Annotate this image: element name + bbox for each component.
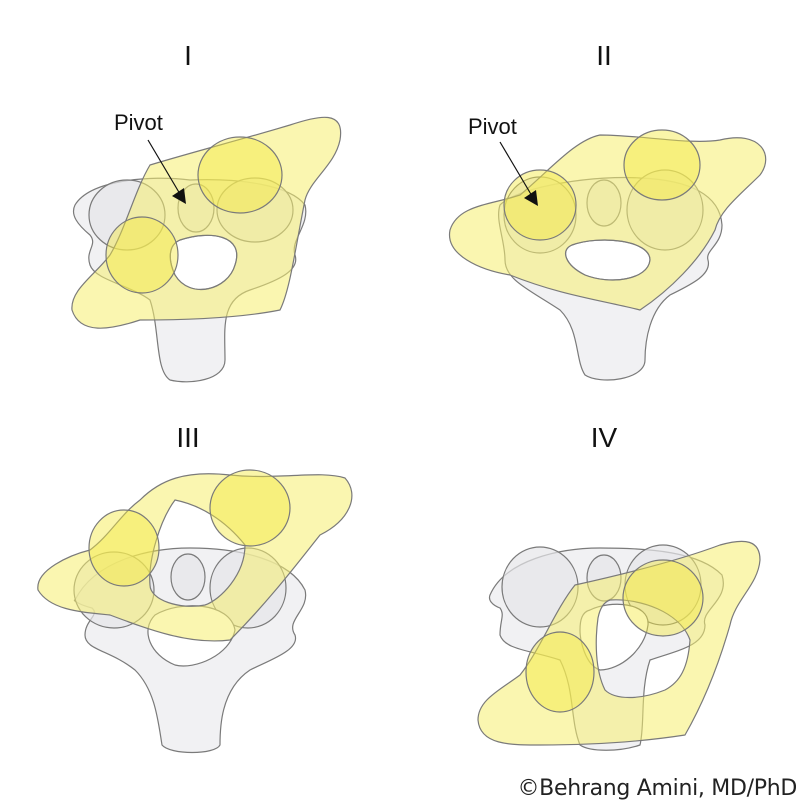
panel-title-ii: II	[596, 40, 612, 71]
copyright-credit: ©Behrang Amini, MD/PhD	[517, 776, 797, 801]
pivot-arrow	[147, 139, 186, 204]
panel-title-iii: III	[176, 422, 200, 453]
panel-title-iv: IV	[590, 422, 618, 453]
atlas-vertebra	[71, 116, 342, 329]
pivot-label-ii: Pivot	[468, 114, 517, 139]
atlas-vertebra	[449, 129, 767, 311]
atlas-vertebra	[37, 469, 353, 642]
atlas-vertebra	[477, 540, 761, 746]
panel-title-i: I	[184, 40, 192, 71]
pivot-label-i: Pivot	[114, 110, 163, 135]
pivot-arrow	[499, 141, 538, 206]
